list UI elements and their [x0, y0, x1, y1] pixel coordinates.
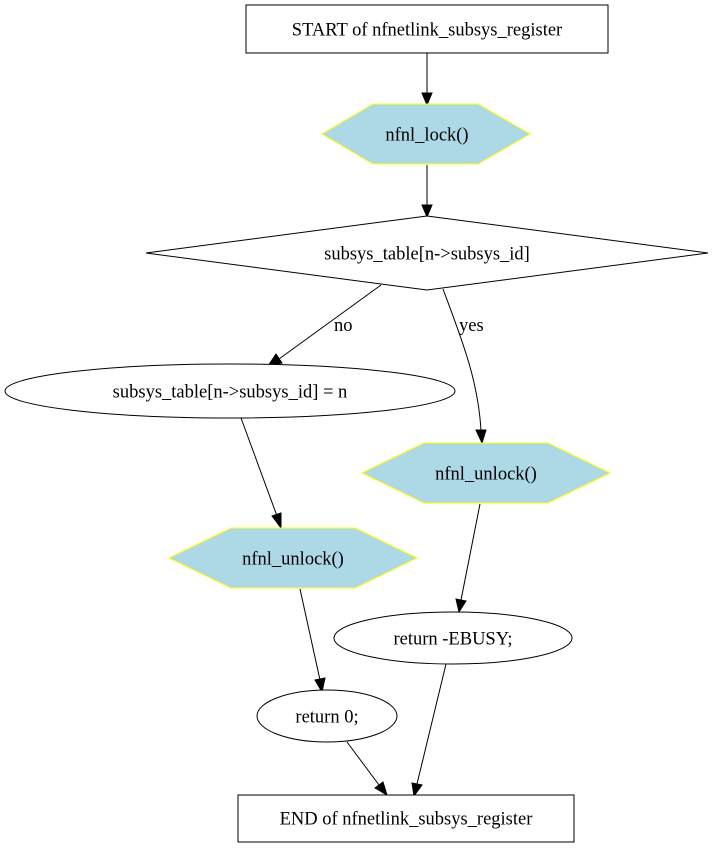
arrowhead [271, 512, 282, 530]
end-node-label: END of nfnetlink_subsys_register [280, 809, 533, 829]
arrowhead [374, 781, 388, 797]
edge-label-yes: yes [459, 316, 484, 336]
return-zero-node: return 0; [256, 689, 398, 743]
edge-check-yes [442, 288, 482, 431]
edge-label-no: no [334, 316, 353, 336]
unlock-yes-node-label: nfnl_unlock() [435, 464, 537, 484]
arrowhead [411, 782, 423, 798]
unlock-no-node: nfnl_unlock() [167, 527, 419, 589]
edges [240, 53, 487, 798]
edge-unlock-to-return0 [299, 588, 321, 681]
start-node: START of nfnetlink_subsys_register [245, 4, 609, 54]
arrowhead [421, 92, 433, 107]
assign-node-label: subsys_table[n->subsys_id] = n [113, 382, 348, 402]
check-node: subsys_table[n->subsys_id] [145, 215, 709, 291]
edge-return0-to-end [346, 741, 380, 786]
ebusy-node: return -EBUSY; [333, 611, 573, 665]
lock-node-label: nfnl_lock() [385, 125, 468, 145]
edge-ebusy-to-end [416, 663, 447, 785]
lock-node: nfnl_lock() [321, 103, 532, 165]
edge-check-no [278, 284, 382, 360]
edge-unlock-to-ebusy [460, 503, 481, 601]
edge-assign-to-unlock [240, 417, 278, 517]
return-zero-node-label: return 0; [295, 707, 358, 727]
start-node-label: START of nfnetlink_subsys_register [292, 20, 562, 40]
end-node: END of nfnetlink_subsys_register [237, 794, 575, 843]
arrowhead [421, 204, 433, 219]
ebusy-node-label: return -EBUSY; [393, 629, 512, 649]
check-node-label: subsys_table[n->subsys_id] [324, 244, 530, 264]
unlock-no-node-label: nfnl_unlock() [242, 549, 344, 569]
arrowhead [455, 598, 467, 614]
unlock-yes-node: nfnl_unlock() [360, 442, 612, 504]
arrowhead [475, 429, 487, 445]
assign-node: subsys_table[n->subsys_id] = n [4, 363, 456, 419]
arrowhead [314, 677, 326, 694]
